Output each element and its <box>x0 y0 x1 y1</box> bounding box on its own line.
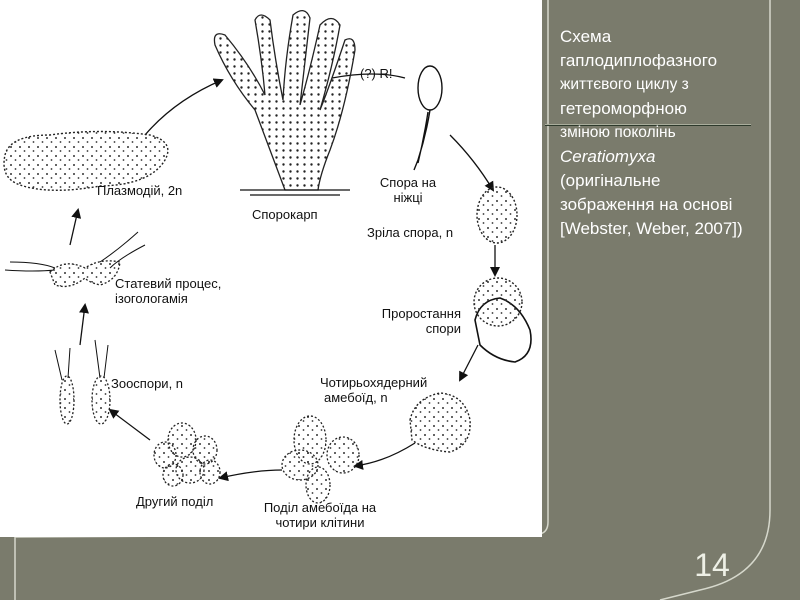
arrow-germination-to-amoeboid <box>459 344 479 382</box>
division-drawing <box>281 415 360 504</box>
label-plasmodium: Плазмодій, 2n <box>97 183 183 198</box>
label-mature-spore: Зріла спора, n <box>367 225 454 240</box>
arrow-second-to-zoospores <box>108 408 151 441</box>
page-number: 14 <box>694 547 730 583</box>
label-amoeboid: Чотирьохядерний амебоїд, n <box>320 375 427 405</box>
arrow-amoeboid-to-division <box>353 442 416 470</box>
caption-line-1: Схема <box>560 27 612 46</box>
label-meiosis: (?) R! <box>360 66 393 81</box>
caption-line-3: життєвого циклу з <box>560 76 689 93</box>
label-sexual-process: Статевий процес, ізогологамія <box>115 276 221 306</box>
arrow-spore-to-mature <box>449 134 495 192</box>
caption-line-5: зміною поколінь <box>560 124 676 141</box>
label-amoeboid-line2: амебоїд, n <box>324 390 388 405</box>
sexual-process-drawing <box>4 231 146 288</box>
label-germination-line2: спори <box>425 321 461 336</box>
life-cycle-figure: Плазмодій, 2n Спорокарп (?) R! Спора на … <box>0 0 542 537</box>
label-division-line1: Поділ амебоїда на <box>263 500 377 515</box>
label-second-division: Другий поділ <box>136 494 214 509</box>
label-spore-on-stalk-line1: Спора на <box>379 175 437 190</box>
arrow-division-to-second <box>218 469 283 482</box>
caption-line-7: (оригінальне <box>560 171 661 190</box>
zoospores-drawing <box>54 339 111 425</box>
label-germination: Проростання спори <box>355 306 461 336</box>
label-division: Поділ амебоїда на чотири клітини <box>250 500 390 530</box>
life-cycle-drawing <box>3 10 532 504</box>
caption-line-2: гаплодиплофазного <box>560 51 718 70</box>
plasmodium-drawing <box>3 130 169 191</box>
arrow-sexual-to-plasmodium <box>69 208 82 246</box>
amoeboid-drawing <box>409 392 471 453</box>
label-sexual-process-line2: ізогологамія <box>115 291 188 306</box>
label-germination-line1: Проростання <box>381 306 461 321</box>
arrow-plasmodium-to-sporocarp <box>144 78 224 136</box>
label-sporocarp: Спорокарп <box>252 207 318 222</box>
label-division-line2: чотири клітини <box>275 515 365 530</box>
label-spore-on-stalk: Спора на ніжці <box>370 175 446 205</box>
caption-species-name: Ceratiomyxa <box>560 147 656 166</box>
spore-on-stalk-drawing <box>413 65 443 171</box>
label-spore-on-stalk-line2: ніжці <box>393 190 423 205</box>
arrow-zoospores-to-sexual <box>79 303 89 346</box>
second-division-drawing <box>153 422 221 487</box>
caption-divider <box>545 124 751 126</box>
slide-caption: Схема гаплодиплофазного життєвого циклу … <box>560 25 790 241</box>
mature-spore-drawing <box>476 186 518 244</box>
germinating-spore-drawing <box>473 277 532 363</box>
substrate-lines <box>240 189 350 196</box>
caption-line-4: гетероморфною <box>560 99 687 118</box>
sporocarp-drawing <box>213 10 356 191</box>
label-sexual-process-line1: Статевий процес, <box>115 276 222 291</box>
label-amoeboid-line1: Чотирьохядерний <box>320 375 428 390</box>
cycle-arrows <box>69 73 500 482</box>
caption-line-8: зображення на основі <box>560 195 733 214</box>
label-zoospores: Зооспори, n <box>111 376 184 391</box>
caption-line-9: [Webster, Weber, 2007]) <box>560 219 743 238</box>
